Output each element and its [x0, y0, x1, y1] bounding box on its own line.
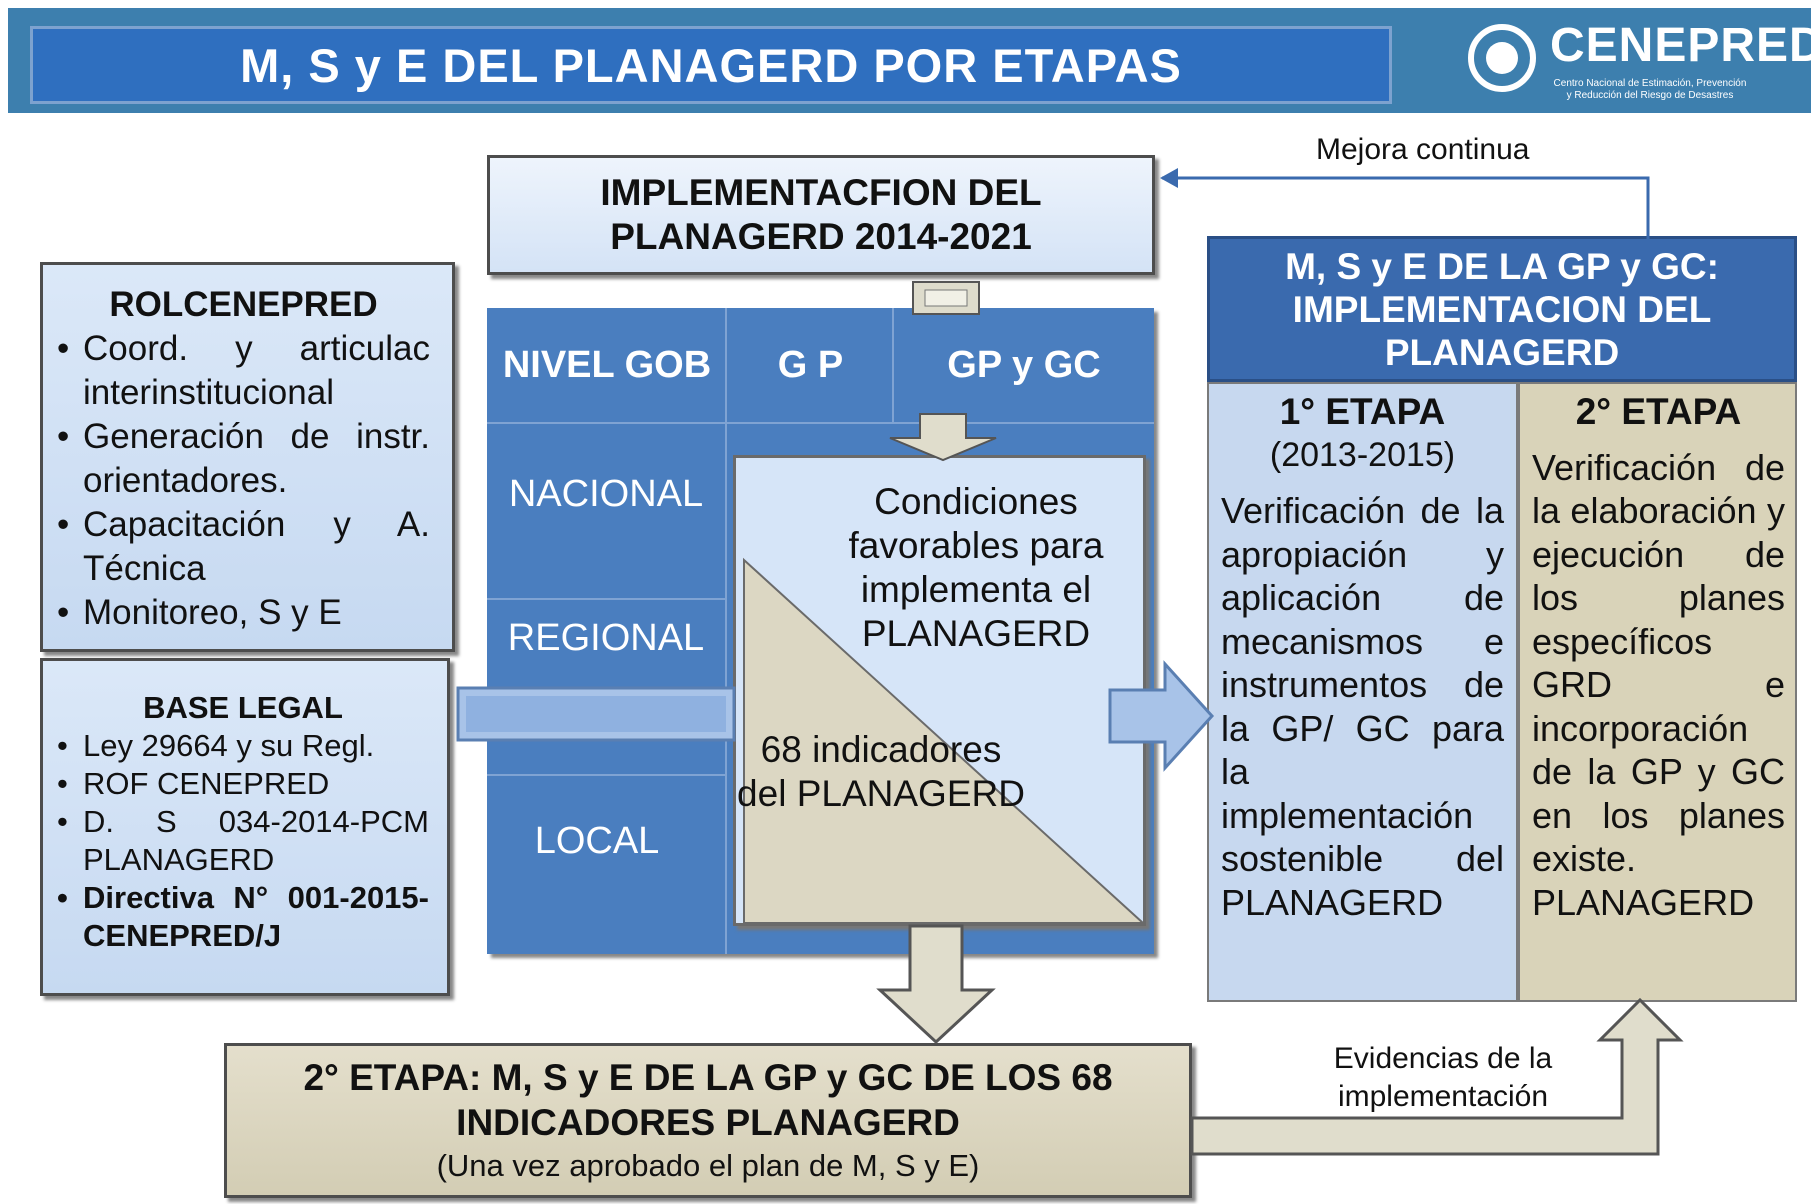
legal-item: •Ley 29664 y su Regl.	[57, 728, 375, 763]
stage-1-panel: 1° ETAPA (2013-2015) Verificación de la …	[1207, 382, 1518, 1002]
legal-item: •D. S 034-2014-PCM PLANAGERD	[57, 804, 429, 877]
legal-item: •Directiva N° 001-2015-CENEPRED/J	[57, 880, 429, 953]
conditions-text: Condiciones favorables para implementa e…	[848, 481, 1104, 654]
legal-heading: BASE LEGAL	[143, 690, 343, 725]
page-title: M, S y E DEL PLANAGERD POR ETAPAS	[30, 26, 1392, 104]
stage-1-title: 1° ETAPA	[1279, 391, 1446, 432]
row-header-nacional: NACIONAL	[508, 472, 704, 515]
column-header-gp: G P	[777, 343, 844, 386]
indicators-text: 68 indicadores del PLANAGERD	[737, 729, 1025, 814]
stage-2-text: Verificación de la elaboración y ejecuci…	[1532, 446, 1785, 923]
evidence-label: Evidencias de la implementación	[1333, 1042, 1553, 1113]
matrix-divider	[487, 774, 727, 776]
logo-subtitle: Centro Nacional de Estimación, Prevenció…	[1553, 78, 1747, 101]
column-header-nivel-gob: NIVEL GOB	[502, 344, 712, 386]
right-heading-line-2: IMPLEMENTACION DEL	[1292, 288, 1712, 330]
implementation-line-2: PLANAGERD 2014-2021	[610, 216, 1032, 257]
bottom-title-line-1: 2° ETAPA: M, S y E DE LA GP y GC DE LOS …	[303, 1056, 1113, 1098]
arrowhead-icon	[1160, 168, 1178, 188]
rol-item: •Generación de instr. orientadores.	[57, 417, 430, 500]
stage-1-years: (2013-2015)	[1269, 435, 1456, 474]
indicators-triangle	[743, 557, 1143, 923]
right-heading-line-1: M, S y E DE LA GP y GC:	[1285, 245, 1719, 287]
stage-2-panel: 2° ETAPA Verificación de la elaboración …	[1518, 382, 1797, 1002]
matrix-divider	[725, 308, 727, 954]
logo-name: CENEPRED	[1550, 19, 1811, 72]
conditions-indicators-box: Condiciones favorables para implementa e…	[733, 455, 1146, 926]
rol-item: •Capacitación y A. Técnica	[57, 505, 430, 588]
cenepred-logo: CENEPRED Centro Nacional de Estimación, …	[1468, 19, 1811, 106]
matrix-divider	[487, 598, 727, 600]
rol-item: •Coord. y articulac interinstitucional	[57, 329, 430, 412]
matrix-divider	[892, 308, 894, 422]
bottom-stage-box: 2° ETAPA: M, S y E DE LA GP y GC DE LOS …	[224, 1043, 1192, 1198]
rol-cenepred-box: ROLCENEPRED •Coord. y articulac interins…	[40, 262, 455, 652]
legal-item: •ROF CENEPRED	[57, 766, 330, 801]
right-panel-heading: M, S y E DE LA GP y GC: IMPLEMENTACION D…	[1207, 236, 1797, 382]
implementation-box: IMPLEMENTACFION DEL PLANAGERD 2014-2021	[487, 155, 1155, 275]
row-header-regional: REGIONAL	[507, 616, 705, 659]
stage-1-text: Verificación de la apropiación y aplicac…	[1221, 490, 1504, 923]
row-header-local: LOCAL	[534, 819, 660, 862]
base-legal-box: BASE LEGAL •Ley 29664 y su Regl. •ROF CE…	[40, 658, 450, 996]
matrix-divider	[487, 422, 1154, 424]
globe-icon	[1468, 24, 1536, 92]
rol-heading: ROLCENEPRED	[109, 285, 378, 324]
right-heading-line-3: PLANAGERD	[1384, 331, 1620, 373]
stage-2-title: 2° ETAPA	[1575, 391, 1742, 432]
bottom-subtitle: (Una vez aprobado el plan de M, S y E)	[436, 1147, 980, 1183]
bottom-title-line-2: INDICADORES PLANAGERD	[456, 1101, 960, 1143]
mejora-continua-label: Mejora continua	[1316, 133, 1530, 166]
column-header-gp-gc: GP y GC	[947, 343, 1101, 386]
implementation-line-1: IMPLEMENTACFION DEL	[600, 172, 1042, 213]
rol-item: •Monitoreo, S y E	[57, 593, 342, 632]
